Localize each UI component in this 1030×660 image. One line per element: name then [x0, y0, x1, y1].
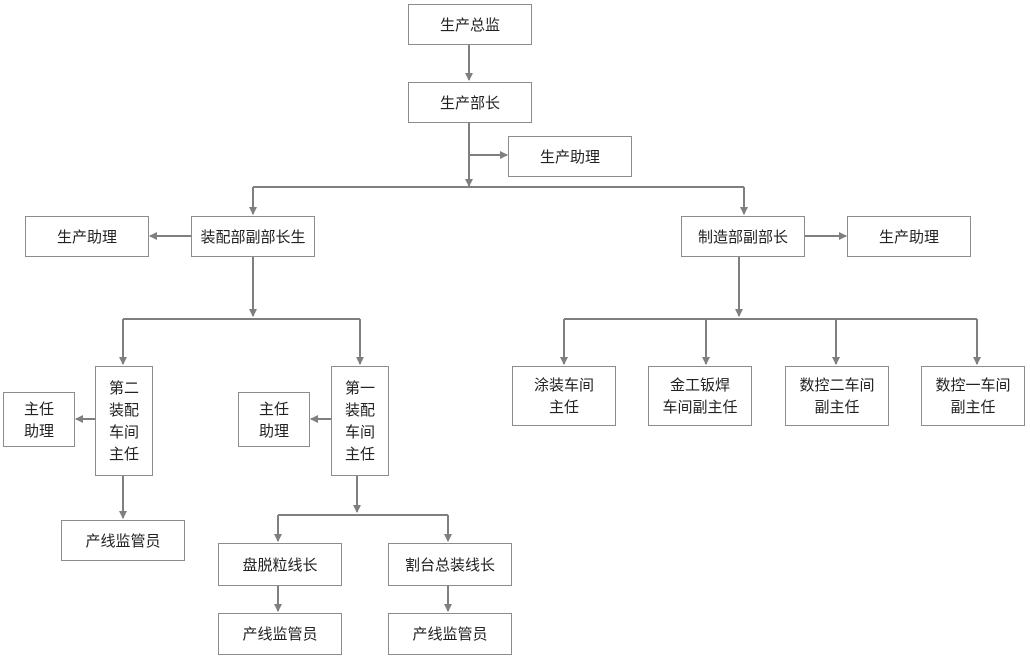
node-production-assistant-top: 生产助理 — [508, 136, 632, 177]
node-assembly1-assistant: 主任 助理 — [238, 392, 310, 447]
node-line-b-leader: 割台总装线长 — [388, 543, 512, 586]
node-cnc2-workshop: 数控二车间 副主任 — [785, 366, 889, 426]
node-assembly2-assistant: 主任 助理 — [3, 392, 75, 447]
node-paint-workshop: 涂装车间 主任 — [512, 366, 616, 426]
node-production-minister: 生产部长 — [408, 82, 532, 123]
node-assembly2-inspector: 产线监管员 — [61, 520, 185, 561]
node-line-a-leader: 盘脱粒线长 — [218, 543, 342, 586]
node-line-b-inspector: 产线监管员 — [388, 613, 512, 655]
node-line-a-inspector: 产线监管员 — [218, 613, 342, 655]
node-sheet-metal-workshop: 金工钣焊 车间副主任 — [648, 366, 752, 426]
node-assembly-vice-minister: 装配部副部长生 — [191, 216, 315, 257]
node-cnc1-workshop: 数控一车间 副主任 — [921, 366, 1025, 426]
node-manufacturing-vice-minister: 制造部副部长 — [681, 216, 805, 257]
node-manufacturing-assistant: 生产助理 — [847, 216, 971, 257]
node-assembly2-head: 第二 装配 车间 主任 — [95, 366, 153, 476]
node-production-director: 生产总监 — [408, 4, 532, 45]
node-assembly1-head: 第一 装配 车间 主任 — [331, 366, 389, 476]
node-assembly-assistant: 生产助理 — [25, 216, 149, 257]
